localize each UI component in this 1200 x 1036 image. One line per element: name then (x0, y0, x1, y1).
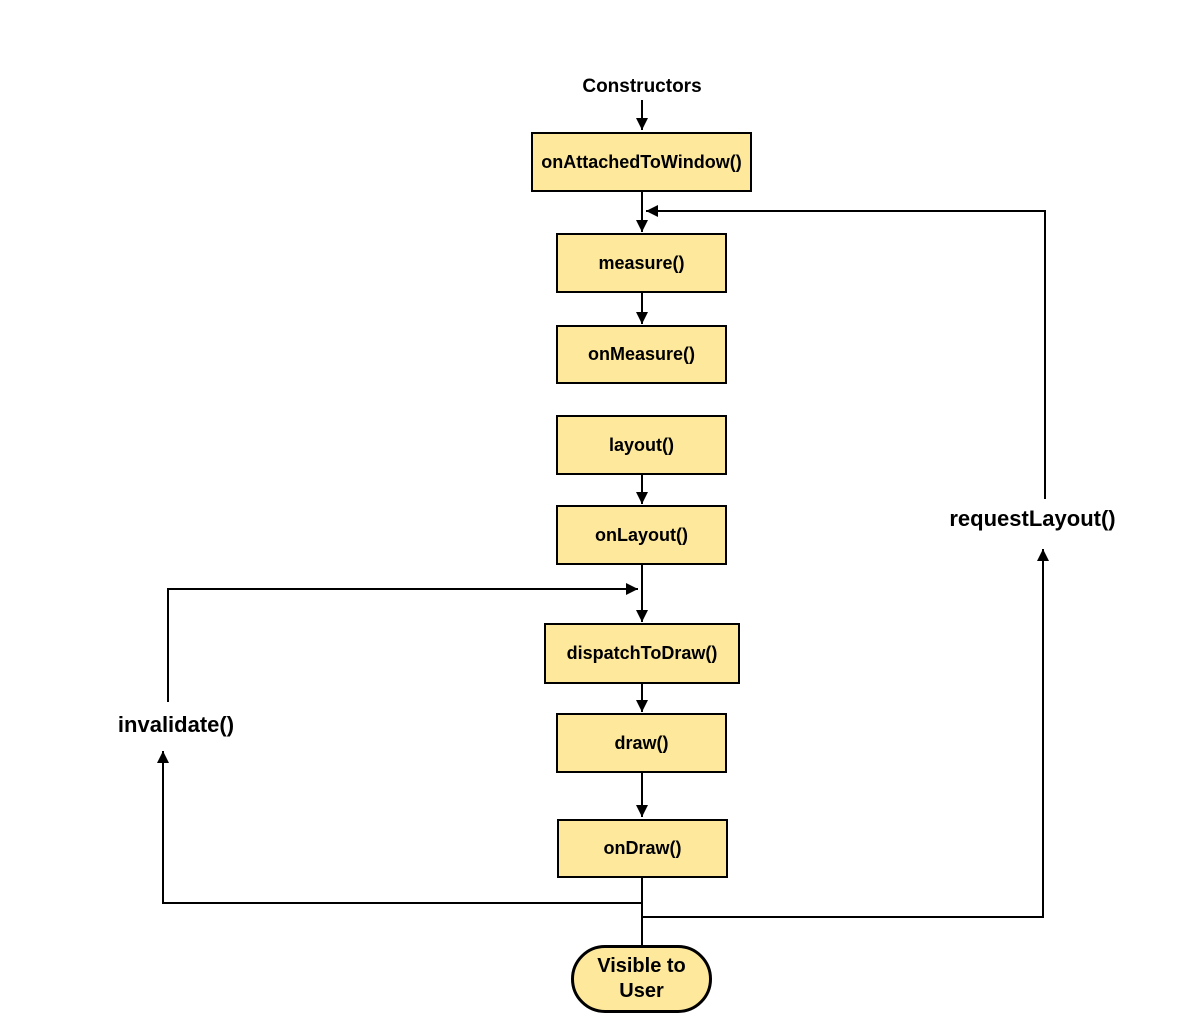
node-visibletouser-label: Visible to User (597, 955, 686, 1002)
node-onlayout: onLayout() (556, 505, 727, 565)
edge-invalidate-to-dispatchtodraw (167, 583, 638, 702)
edge-ondraw-to-requestlayout (642, 549, 1049, 918)
node-layout-label: layout() (609, 434, 674, 455)
node-visibletouser: Visible to User (571, 945, 712, 1013)
node-onmeasure-label: onMeasure() (587, 344, 695, 364)
edge-ondraw-to-invalidate (157, 751, 642, 904)
diagram-title: Constructors (582, 76, 702, 97)
node-onlayout-label: onLayout() (595, 524, 688, 545)
node-layout: layout() (556, 415, 727, 475)
node-measure: measure() (556, 233, 727, 293)
node-onattachedtowindow-label: onAttachedToWindow() (541, 151, 742, 172)
node-dispatchtodraw-label: dispatchToDraw() (566, 643, 718, 663)
node-dispatchtodraw: dispatchToDraw() (544, 623, 740, 684)
node-measure-label: measure() (598, 252, 685, 273)
invalidate-label: invalidate() (117, 712, 235, 737)
node-ondraw-label: onDraw() (603, 838, 682, 858)
requestlayout-label: requestLayout() (949, 506, 1116, 531)
node-ondraw: onDraw() (557, 819, 728, 878)
edge-requestlayout-to-measure (646, 205, 1046, 499)
node-draw-label: draw() (614, 732, 669, 753)
node-onmeasure: onMeasure() (556, 325, 727, 384)
node-onattachedtowindow: onAttachedToWindow() (531, 132, 752, 192)
node-draw: draw() (556, 713, 727, 773)
